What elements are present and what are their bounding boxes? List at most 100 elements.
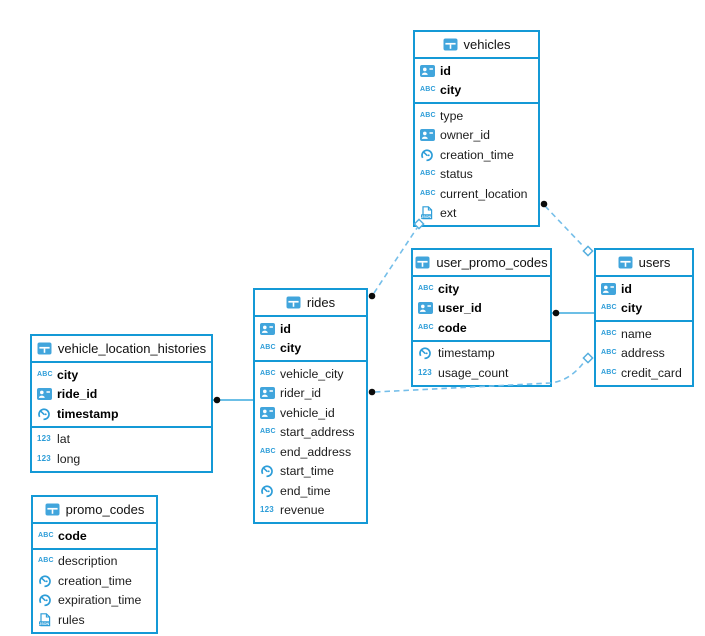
number-icon: 123 (418, 367, 432, 377)
column-row[interactable]: 123 lat (32, 430, 211, 450)
column-name: start_address (280, 425, 355, 440)
primary-key-section: id ABC city (255, 317, 366, 360)
number-icon: 123 (37, 434, 51, 444)
columns-section: ABC vehicle_city rider_id vehicle_id ABC… (255, 360, 366, 522)
table-header[interactable]: vehicles (415, 32, 538, 59)
column-row[interactable]: ABC description (33, 552, 156, 572)
table-header[interactable]: user_promo_codes (413, 250, 550, 277)
column-name: type (440, 108, 464, 123)
column-row[interactable]: creation_time (415, 145, 538, 165)
table-header[interactable]: rides (255, 290, 366, 317)
table-icon (415, 256, 431, 270)
relation-rides-vehicles[interactable] (368, 218, 425, 300)
column-row[interactable]: ride_id (32, 385, 211, 405)
column-row[interactable]: ABC credit_card (596, 363, 692, 383)
table-header[interactable]: users (596, 250, 692, 277)
text-icon: ABC (601, 349, 617, 357)
column-name: long (57, 451, 81, 466)
column-row[interactable]: JSON rules (33, 610, 156, 630)
column-row[interactable]: 123 revenue (255, 501, 366, 521)
column-row[interactable]: user_id (413, 299, 550, 319)
column-name: end_time (280, 483, 331, 498)
text-icon: ABC (418, 284, 434, 292)
text-icon: ABC (420, 86, 436, 94)
uuid-icon (260, 322, 276, 336)
column-name: current_location (440, 186, 528, 201)
text-icon: ABC (418, 323, 434, 331)
column-name: lat (57, 432, 70, 447)
column-row[interactable]: ABC city (596, 299, 692, 319)
column-name: id (440, 63, 451, 78)
column-name: city (57, 367, 79, 382)
column-row[interactable]: ABC city (415, 81, 538, 101)
column-row[interactable]: ABC city (413, 279, 550, 299)
column-name: rider_id (280, 386, 322, 401)
column-row[interactable]: ABC city (255, 339, 366, 359)
table-header[interactable]: vehicle_location_histories (32, 336, 211, 363)
column-name: credit_card (621, 365, 682, 380)
column-row[interactable]: owner_id (415, 126, 538, 146)
column-row[interactable]: timestamp (32, 404, 211, 424)
svg-text:JSON: JSON (39, 622, 49, 626)
table-promo_codes[interactable]: promo_codes ABC code ABC description cre… (31, 495, 158, 634)
column-row[interactable]: expiration_time (33, 591, 156, 611)
column-row[interactable]: creation_time (33, 571, 156, 591)
text-icon: ABC (601, 368, 617, 376)
column-row[interactable]: ABC code (413, 318, 550, 338)
table-icon (286, 296, 302, 310)
table-header[interactable]: promo_codes (33, 497, 156, 524)
column-name: end_address (280, 444, 352, 459)
relation-endpoint-diamond (582, 245, 594, 257)
table-users[interactable]: users id ABC city ABC name ABC address A… (594, 248, 694, 387)
table-icon (37, 342, 53, 356)
column-row[interactable]: id (415, 61, 538, 81)
column-row[interactable]: start_time (255, 462, 366, 482)
column-name: description (58, 554, 118, 569)
column-row[interactable]: ABC name (596, 324, 692, 344)
column-row[interactable]: 123 long (32, 449, 211, 469)
column-row[interactable]: ABC end_address (255, 442, 366, 462)
column-row[interactable]: JSON ext (415, 204, 538, 224)
timestamp-icon (260, 464, 276, 478)
column-name: start_time (280, 464, 334, 479)
column-row[interactable]: 123 usage_count (413, 363, 550, 383)
text-icon: ABC (37, 370, 53, 378)
column-name: id (280, 321, 291, 336)
table-vehicle_location_histories[interactable]: vehicle_location_histories ABC city ride… (30, 334, 213, 473)
column-name: owner_id (440, 128, 490, 143)
column-row[interactable]: end_time (255, 481, 366, 501)
column-row[interactable]: vehicle_id (255, 403, 366, 423)
column-row[interactable]: timestamp (413, 344, 550, 364)
column-name: city (280, 341, 302, 356)
primary-key-section: id ABC city (415, 59, 538, 102)
table-user_promo_codes[interactable]: user_promo_codes ABC city user_id ABC co… (411, 248, 552, 387)
column-name: user_id (438, 301, 482, 316)
relation-endpoint-dot (552, 309, 560, 317)
svg-text:JSON: JSON (421, 215, 431, 219)
column-name: revenue (280, 503, 325, 518)
uuid-icon (420, 64, 436, 78)
relation-rides-users[interactable] (368, 352, 594, 396)
column-name: rules (58, 612, 85, 627)
column-row[interactable]: id (596, 279, 692, 299)
table-vehicles[interactable]: vehicles id ABC city ABC type owner_id c… (413, 30, 540, 227)
table-rides[interactable]: rides id ABC city ABC vehicle_city rider… (253, 288, 368, 524)
column-row[interactable]: ABC vehicle_city (255, 364, 366, 384)
column-name: name (621, 326, 652, 341)
column-row[interactable]: ABC code (33, 526, 156, 546)
uuid-icon (418, 301, 434, 315)
column-row[interactable]: ABC type (415, 106, 538, 126)
relation-user_promo_codes-users[interactable] (552, 309, 594, 317)
column-row[interactable]: ABC city (32, 365, 211, 385)
column-row[interactable]: ABC status (415, 165, 538, 185)
relation-vehicle_location_histories-rides[interactable] (213, 396, 253, 404)
column-row[interactable]: ABC current_location (415, 184, 538, 204)
text-icon: ABC (420, 189, 436, 197)
timestamp-icon (420, 148, 436, 162)
column-row[interactable]: rider_id (255, 384, 366, 404)
column-row[interactable]: id (255, 319, 366, 339)
column-row[interactable]: ABC address (596, 344, 692, 364)
column-row[interactable]: ABC start_address (255, 423, 366, 443)
relation-vehicles-users[interactable] (540, 200, 594, 257)
